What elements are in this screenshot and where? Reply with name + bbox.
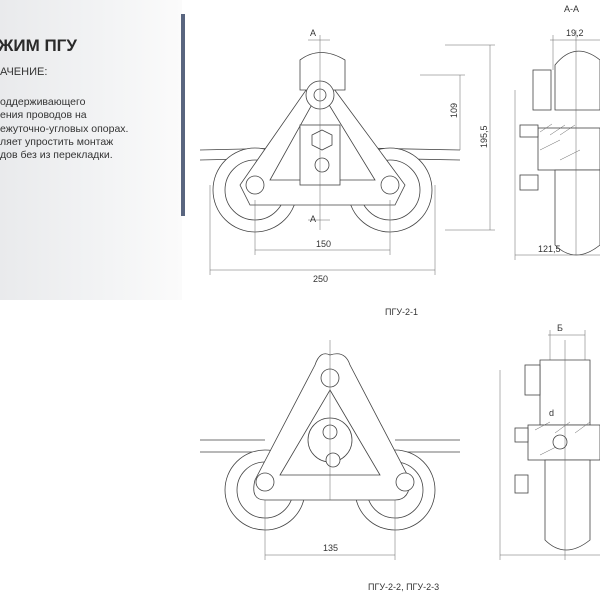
section-mark-top: A — [310, 28, 316, 38]
dim-19-2: 19,2 — [566, 28, 584, 38]
dim-195-5: 195,5 — [479, 125, 489, 148]
side-view-pgu-2-2: Б d — [499, 323, 600, 560]
caption-pgu-2-2-2-3: ПГУ-2-2, ПГУ-2-3 — [368, 582, 439, 592]
dim-135: 135 — [323, 543, 338, 553]
front-view-pgu-2-1: A A 150 250 109 195,5 ПГУ-2-1 — [199, 28, 495, 317]
section-mark-bottom: A — [310, 214, 316, 224]
dim-d: d — [549, 408, 554, 418]
purpose-heading: АЧЕНИЕ: — [0, 66, 48, 78]
product-title: ЖИМ ПГУ — [0, 36, 77, 55]
description-panel: ЖИМ ПГУ АЧЕНИЕ: оддерживающего ения пров… — [0, 0, 182, 300]
dim-b: Б — [557, 323, 563, 333]
dim-121-5: 121,5 — [538, 244, 561, 254]
section-view-a-a: A-A 19,2 121,5 — [514, 4, 600, 260]
dim-109: 109 — [449, 103, 459, 118]
purpose-text: оддерживающего ения проводов на ежуточно… — [0, 96, 129, 162]
caption-pgu-2-1: ПГУ-2-1 — [385, 307, 418, 317]
front-view-pgu-2-2: 135 ПГУ-2-2, ПГУ-2-3 — [200, 340, 460, 592]
dim-150: 150 — [316, 239, 331, 249]
section-title: A-A — [564, 4, 579, 14]
dim-250: 250 — [313, 274, 328, 284]
accent-bar — [181, 14, 185, 216]
